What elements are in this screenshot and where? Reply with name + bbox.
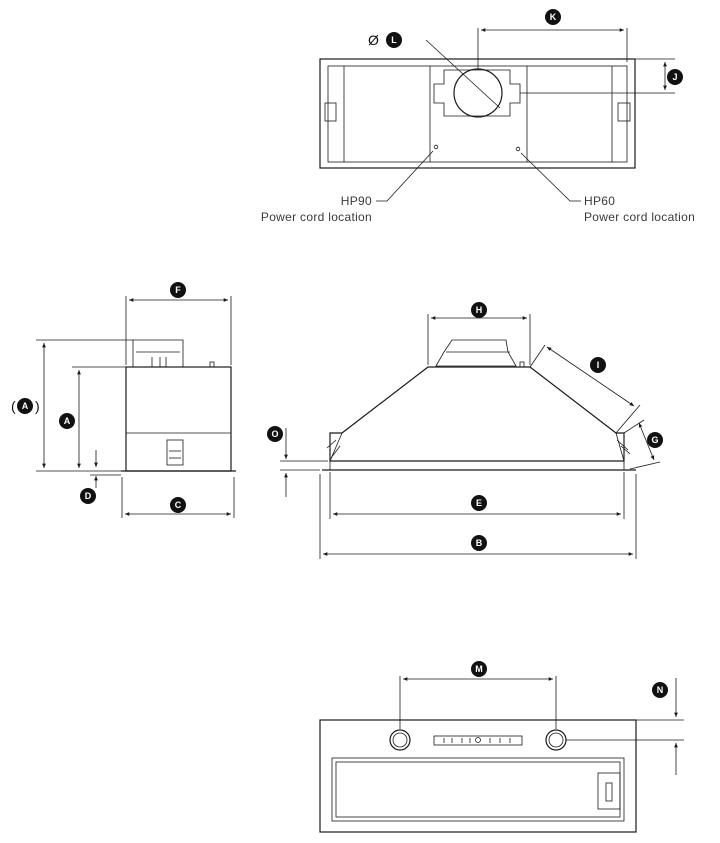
label-j: J (667, 69, 683, 85)
label-c: C (170, 497, 186, 513)
svg-text:M: M (475, 664, 483, 674)
label-h: H (471, 302, 487, 318)
label-a-paren: A (17, 398, 33, 414)
svg-text:D: D (85, 491, 92, 501)
svg-text:F: F (175, 285, 181, 295)
svg-text:O: O (271, 429, 278, 439)
svg-text:E: E (476, 498, 482, 508)
svg-text:G: G (651, 435, 658, 445)
label-l: L (386, 32, 402, 48)
svg-text:A: A (64, 416, 71, 426)
label-f: F (170, 282, 186, 298)
svg-text:H: H (476, 305, 483, 315)
hp60-power-cord-label: Power cord location (584, 210, 695, 224)
svg-text:C: C (175, 500, 182, 510)
hp90-power-cord-label: Power cord location (261, 210, 372, 224)
diameter-symbol: Ø (368, 32, 379, 48)
hp60-model-label: HP60 (584, 194, 615, 208)
paren-open: ( (11, 398, 16, 414)
label-m: M (471, 661, 487, 677)
label-b: B (471, 535, 487, 551)
svg-text:J: J (672, 72, 677, 82)
front-view (280, 314, 661, 559)
side-view (36, 296, 236, 518)
label-o: O (267, 426, 283, 442)
label-e: E (471, 495, 487, 511)
label-a: A (59, 413, 75, 429)
hp90-model-label: HP90 (341, 194, 372, 208)
bottom-view (319, 676, 684, 833)
label-k: K (545, 9, 561, 25)
svg-text:N: N (657, 685, 664, 695)
paren-close: ) (35, 398, 40, 414)
label-d: D (80, 488, 96, 504)
svg-text:I: I (597, 360, 600, 370)
svg-text:B: B (476, 538, 483, 548)
label-i: I (590, 357, 606, 373)
svg-text:A: A (22, 401, 29, 411)
top-view (319, 28, 675, 202)
label-g: G (647, 432, 663, 448)
svg-text:K: K (550, 12, 557, 22)
svg-text:L: L (391, 35, 397, 45)
label-n: N (652, 682, 668, 698)
